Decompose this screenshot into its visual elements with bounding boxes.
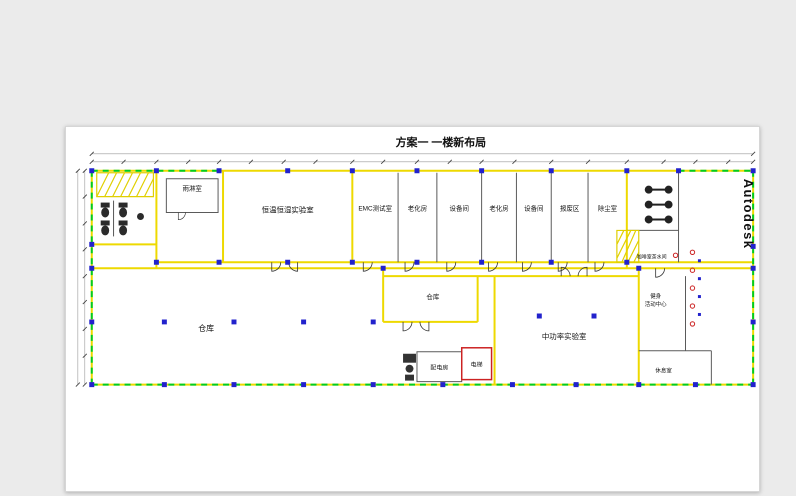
washroom-fixture-icons [100,200,144,237]
room-label-rain-shower: 雨淋室 [183,184,203,193]
room-label-dust: 除尘室 [598,204,618,213]
partition-walls [165,170,712,385]
door-symbols [177,212,666,332]
room-label-fitness-2: 活动中心 [645,300,667,308]
building-walls-yellow [90,169,755,386]
gym-equipment-icons [644,185,673,224]
room-label-scrap: 报废区 [560,204,580,213]
floor-plan-canvas[interactable]: 方案一 一楼新布局 [66,127,759,491]
electrical-cabinet-icon [403,353,416,381]
room-label-thermo-lab: 恒温恒湿实验室 [262,205,315,215]
sheet-title: 方案一 一楼新布局 [396,135,486,149]
room-label-aging-2: 老化房 [489,204,508,213]
room-label-power-room: 配电房 [430,364,448,372]
stair-hatch-right [616,229,640,263]
room-label-warehouse-small: 仓库 [426,292,439,301]
top-dimension-chain [89,151,756,165]
room-label-elevator: 电梯 [471,361,483,369]
room-label-mid-power: 中功率实验室 [542,331,587,341]
room-label-equipment-2: 设备间 [524,204,543,213]
column-markers [89,168,756,388]
room-label-warehouse-main: 仓库 [198,323,214,333]
left-dimension-chain [75,168,88,387]
drawing-sheet: 方案一 一楼新布局 [65,126,760,492]
room-label-fitness-1: 健身 [650,292,661,300]
room-label-lounge: 休息室 [655,367,672,375]
autodesk-watermark: Autodesk [741,179,756,250]
room-label-coffee-tea: 咖啡室茶水间 [637,253,667,260]
room-label-equipment-1: 设备间 [450,204,469,213]
furniture-symbols [672,249,701,327]
boundary-dashed-lines [90,169,755,386]
elevator-box [460,347,493,381]
room-label-emc: EMC测试室 [358,204,392,213]
room-label-aging-1: 老化房 [408,204,427,213]
stair-hatch-topleft [96,172,155,198]
